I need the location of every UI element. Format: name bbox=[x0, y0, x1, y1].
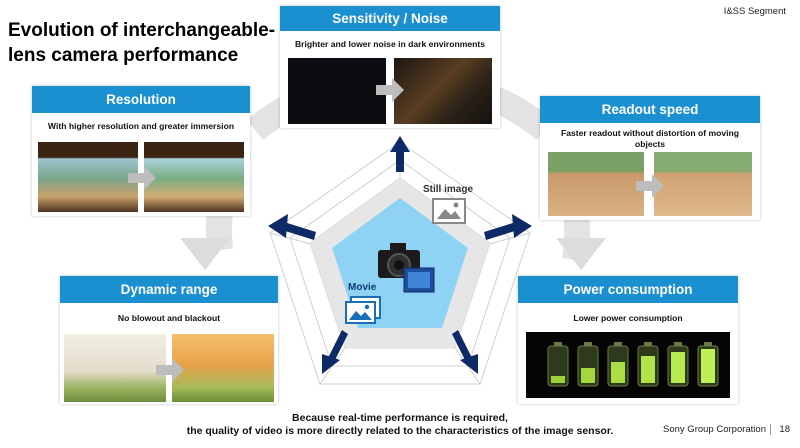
card-readout-title: Readout speed bbox=[540, 96, 760, 123]
company-name: Sony Group Corporation bbox=[663, 424, 766, 435]
still-image-icon bbox=[432, 198, 466, 224]
card-sensitivity-title: Sensitivity / Noise bbox=[280, 6, 500, 31]
card-power: Power consumption Lower power consumptio… bbox=[518, 276, 738, 404]
baseball-photo-after bbox=[654, 152, 752, 216]
dark-photo-after bbox=[394, 58, 492, 124]
battery-icon bbox=[547, 342, 719, 387]
compare-arrow-icon bbox=[128, 166, 156, 190]
cycle-arrowhead-right bbox=[556, 238, 606, 270]
card-power-title: Power consumption bbox=[518, 276, 738, 303]
arrow-upleft bbox=[268, 214, 316, 240]
movie-label: Movie bbox=[348, 282, 377, 293]
footer-line-1: Because real-time performance is require… bbox=[292, 412, 508, 424]
card-resolution-title: Resolution bbox=[32, 86, 250, 113]
card-dynamic-title: Dynamic range bbox=[60, 276, 278, 303]
card-resolution: Resolution With higher resolution and gr… bbox=[32, 86, 250, 216]
arrow-downleft bbox=[322, 330, 348, 374]
arrow-upright bbox=[484, 214, 532, 240]
card-readout: Readout speed Faster readout without dis… bbox=[540, 96, 760, 220]
segment-label: I&SS Segment bbox=[723, 6, 786, 17]
movie-icon bbox=[345, 296, 381, 324]
page-title: Evolution of interchangeable-lens camera… bbox=[8, 20, 276, 66]
card-sensitivity-subtitle: Brighter and lower noise in dark environ… bbox=[294, 39, 486, 49]
footer-note: Because real-time performance is require… bbox=[0, 412, 800, 438]
compare-arrow-icon bbox=[156, 358, 184, 382]
arrow-up bbox=[390, 136, 410, 172]
compare-arrow-icon bbox=[636, 174, 664, 198]
card-readout-subtitle: Faster readout without distortion of mov… bbox=[560, 128, 740, 149]
arrow-downright bbox=[452, 330, 478, 374]
baseball-photo-before bbox=[548, 152, 644, 216]
card-dynamic-range: Dynamic range No blowout and blackout bbox=[60, 276, 278, 404]
card-dynamic-subtitle: No blowout and blackout bbox=[117, 313, 221, 323]
battery-strip bbox=[526, 332, 730, 398]
footer-line-2: the quality of video is more directly re… bbox=[186, 425, 614, 437]
dark-photo-before bbox=[288, 58, 386, 124]
temple-photo-before bbox=[38, 142, 138, 212]
still-image-label: Still image bbox=[423, 184, 474, 195]
cycle-arrowhead-left bbox=[180, 238, 230, 270]
card-power-subtitle: Lower power consumption bbox=[573, 313, 683, 323]
camera-icon bbox=[378, 243, 435, 293]
card-sensitivity: Sensitivity / Noise Brighter and lower n… bbox=[280, 6, 500, 128]
soccer-photo-before bbox=[64, 334, 166, 402]
page-number: 18 bbox=[770, 424, 790, 435]
soccer-photo-after bbox=[172, 334, 274, 402]
temple-photo-after bbox=[144, 142, 244, 212]
compare-arrow-icon bbox=[376, 78, 404, 102]
navy-arrows bbox=[268, 136, 532, 374]
card-resolution-subtitle: With higher resolution and greater immer… bbox=[47, 121, 235, 131]
